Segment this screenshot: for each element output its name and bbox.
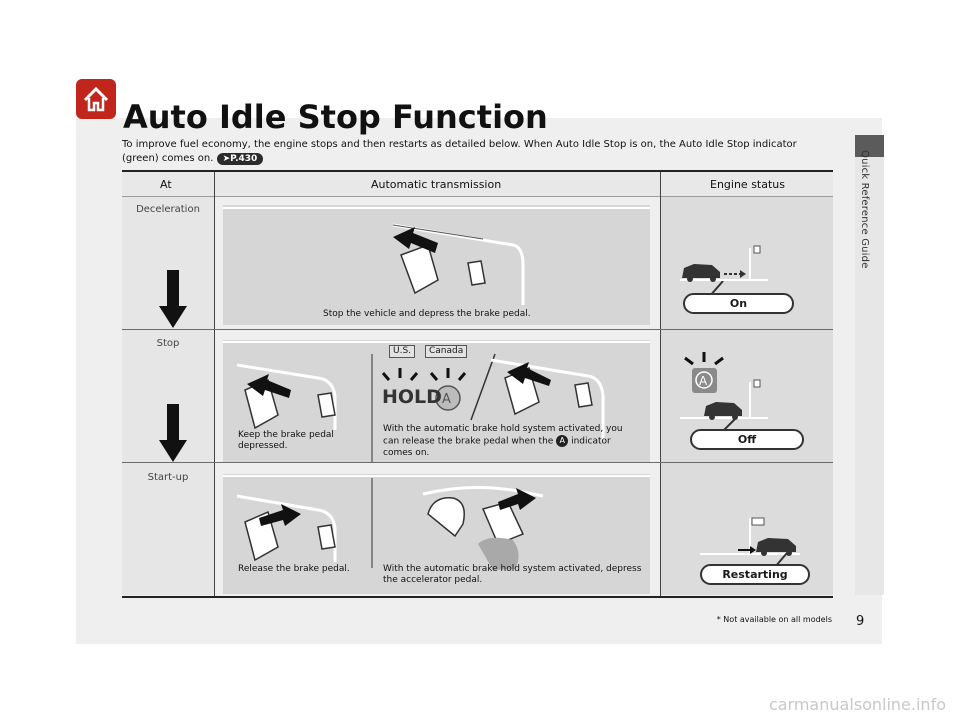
- at-startup-label: Start-up: [147, 472, 189, 483]
- stop-caption-brake-hold-text: With the automatic brake hold system act…: [383, 424, 623, 447]
- startup-caption-accelerator: With the automatic brake hold system act…: [383, 564, 642, 585]
- at-deceleration-label: Deceleration: [136, 204, 200, 215]
- deceleration-caption: Stop the vehicle and depress the brake p…: [323, 309, 531, 319]
- page-reference-link[interactable]: ➤P.430: [216, 153, 264, 165]
- table-header-row: [122, 172, 833, 197]
- stop-illustration-panel: A: [223, 340, 650, 462]
- at-stop-label: Stop: [156, 338, 180, 349]
- side-tab-label: Quick Reference Guide: [859, 150, 870, 269]
- svg-text:A: A: [442, 392, 451, 407]
- column-divider: [214, 172, 215, 596]
- startup-caption-release: Release the brake pedal.: [238, 564, 350, 574]
- down-arrow-icon: [159, 270, 187, 328]
- row-divider: [122, 329, 833, 330]
- car-moving-icon: [680, 238, 775, 298]
- footnote: * Not available on all models: [716, 615, 832, 624]
- engine-status-restarting: Restarting: [700, 564, 810, 585]
- header-at: At: [160, 178, 172, 191]
- down-arrow-icon: [159, 404, 187, 462]
- stop-caption-keep-brake: Keep the brake pedal depressed.: [238, 430, 334, 451]
- region-tag-us: U.S.: [389, 345, 416, 358]
- header-engine-status: Engine status: [710, 178, 785, 191]
- deceleration-illustration-panel: [223, 205, 650, 325]
- region-tag-canada: Canada: [425, 345, 468, 358]
- engine-status-on: On: [683, 293, 794, 314]
- intro-paragraph: To improve fuel economy, the engine stop…: [122, 138, 832, 166]
- row-divider: [122, 462, 833, 463]
- stop-caption-brake-hold: With the automatic brake hold system act…: [383, 424, 638, 459]
- watermark: carmanualsonline.info: [768, 695, 946, 714]
- startup-illustration-panel: [223, 474, 650, 594]
- page-number: 9: [856, 614, 865, 629]
- header-automatic-transmission: Automatic transmission: [371, 178, 502, 191]
- auto-idle-indicator-icon: A: [556, 435, 569, 447]
- column-divider: [660, 172, 661, 596]
- page-title: Auto Idle Stop Function: [123, 98, 548, 136]
- car-stopped-icon: A: [680, 350, 775, 430]
- side-tab: [855, 135, 884, 595]
- brake-pedal-icon: [400, 244, 486, 295]
- home-icon[interactable]: [76, 79, 116, 119]
- side-tab-marker: [855, 135, 884, 157]
- page-reference-label: P.430: [230, 154, 258, 164]
- svg-text:A: A: [699, 374, 708, 388]
- engine-status-off: Off: [690, 429, 804, 450]
- car-restarting-icon: [700, 514, 800, 564]
- hold-indicator-icon: HOLD: [382, 386, 442, 408]
- intro-text: To improve fuel economy, the engine stop…: [122, 139, 797, 164]
- table-top-border: [122, 170, 833, 172]
- row-startup-at-cell: [122, 463, 214, 595]
- table-bottom-border: [122, 596, 833, 598]
- stop-caption-brake-hold-end: indicator comes on.: [383, 436, 611, 458]
